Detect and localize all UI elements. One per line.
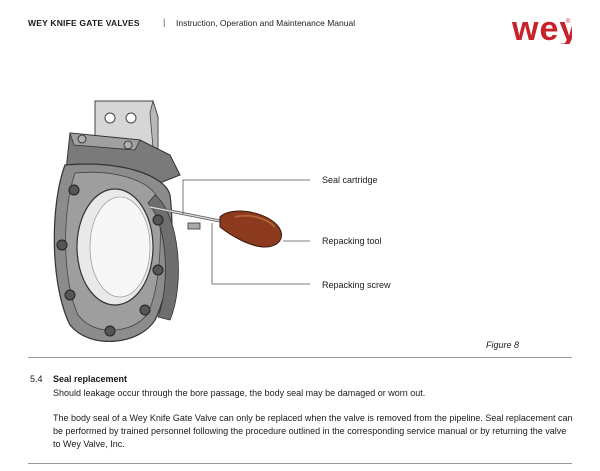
callout-repacking-screw: Repacking screw (322, 280, 391, 290)
divider-bottom (28, 463, 572, 464)
paragraph-2: The body seal of a Wey Knife Gate Valve … (53, 413, 573, 449)
paragraph-1: Should leakage occur through the bore pa… (53, 388, 426, 398)
section-number: 5.4 (30, 374, 43, 384)
flange-bolts (56, 184, 164, 337)
divider-top (28, 357, 572, 358)
logo-wordmark: wey (511, 14, 572, 44)
document-subtitle: Instruction, Operation and Maintenance M… (176, 18, 356, 28)
callout-repacking-tool: Repacking tool (322, 236, 382, 246)
wey-logo: wey ® (511, 14, 572, 44)
callout-seal-cartridge: Seal cartridge (322, 175, 378, 185)
registered-mark: ® (566, 18, 571, 25)
figure-caption: Figure 8 (486, 340, 520, 350)
page-header: WEY KNIFE GATE VALVES | Instruction, Ope… (28, 14, 572, 44)
document-brand-title: WEY KNIFE GATE VALVES (28, 18, 140, 28)
valve-illustration (30, 95, 330, 355)
header-separator: | (163, 17, 166, 27)
repacking-tool (149, 205, 283, 248)
section-title: Seal replacement (53, 374, 128, 384)
repacking-screw (187, 222, 201, 230)
valve-body (53, 163, 179, 343)
